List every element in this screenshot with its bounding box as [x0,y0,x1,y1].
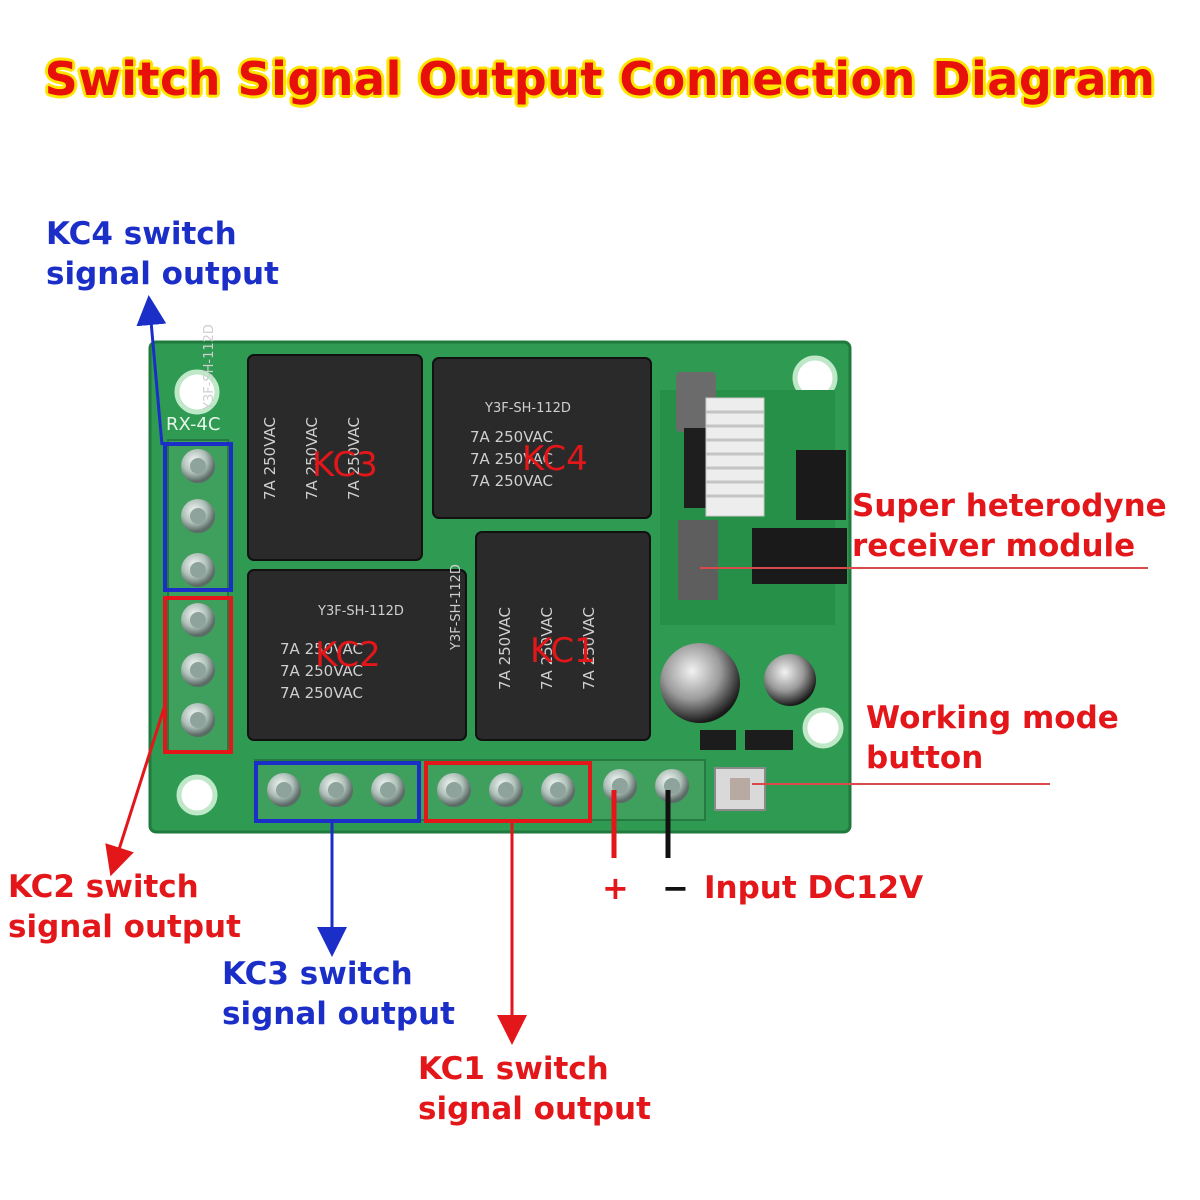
terminal-screw[interactable] [437,773,471,807]
kc2-terminals-highlight [163,596,233,754]
relay-kc1: Y3F-SH-112D 7A 250VAC 7A 250VAC 7A 250VA… [449,531,651,741]
kc1-output-label: KC1 switch signal output [418,1051,651,1127]
terminal-screw[interactable] [541,773,575,807]
svg-text:7A 250VAC: 7A 250VAC [580,607,598,690]
kc3-output-label: KC3 switch signal output [222,956,455,1032]
mount-hole-bottom-left [176,774,218,816]
terminal-screw[interactable] [181,499,215,533]
capacitor-small [764,654,816,706]
ic-chip [796,450,846,520]
mode-button-label: Working mode button [866,700,1119,776]
terminal-screw[interactable] [181,449,215,483]
relay-label-kc2: KC2 [315,635,381,675]
mount-hole-bottom-right [802,707,844,749]
power-input-label: Input DC12V [704,870,924,906]
ic-chip [752,528,847,584]
svg-text:7A 250VAC: 7A 250VAC [280,684,363,702]
minus-sign: − [662,869,689,907]
kc4-arrow [136,295,167,446]
terminal-screw[interactable] [655,769,689,803]
terminal-screw[interactable] [371,773,405,807]
svg-text:7A 250VAC: 7A 250VAC [496,607,514,690]
svg-text:7A 250VAC: 7A 250VAC [345,417,363,500]
crystal [678,520,718,600]
relay-label-kc1: KC1 [530,631,596,671]
terminal-screw[interactable] [603,769,637,803]
kc4-terminals-highlight [163,442,233,592]
svg-text:7A 250VAC: 7A 250VAC [538,607,556,690]
plus-sign: + [602,869,629,907]
terminal-screw[interactable] [181,603,215,637]
svg-text:7A 250VAC: 7A 250VAC [470,450,553,468]
terminal-screw[interactable] [319,773,353,807]
svg-text:7A 250VAC: 7A 250VAC [261,417,279,500]
relay-label-kc4: KC4 [522,439,588,479]
relay-kc2: Y3F-SH-112D 7A 250VAC 7A 250VAC 7A 250VA… [247,569,467,741]
kc2-output-label: KC2 switch signal output [8,869,241,945]
kc2-arrow [105,704,167,877]
mount-hole-top-left [174,369,220,415]
silkscreen-model: RX-4C [166,414,220,435]
svg-text:Y3F-SH-112D: Y3F-SH-112D [202,324,217,411]
svg-text:Y3F-SH-112D: Y3F-SH-112D [449,564,464,651]
kc4-output-label: KC4 switch signal output [46,216,279,292]
receiver-module-label: Super heterodyne receiver module [852,488,1167,564]
relay-kc3: Y3F-SH-112D 7A 250VAC 7A 250VAC 7A 250VA… [202,324,423,561]
svg-text:Y3F-SH-112D: Y3F-SH-112D [317,604,404,619]
diagram-title: Switch Signal Output Connection Diagram [44,52,1156,106]
relay-kc4: Y3F-SH-112D 7A 250VAC 7A 250VAC 7A 250VA… [432,357,652,519]
bottom-terminal-block [254,759,706,821]
terminal-screw[interactable] [181,653,215,687]
kc3-terminals-highlight [254,761,421,823]
kc1-terminals-highlight [424,761,592,823]
capacitor-large [660,643,740,723]
svg-text:7A 250VAC: 7A 250VAC [280,640,363,658]
svg-text:Y3F-SH-112D: Y3F-SH-112D [484,401,571,416]
svg-text:7A 250VAC: 7A 250VAC [303,417,321,500]
svg-text:7A 250VAC: 7A 250VAC [470,428,553,446]
mode-button[interactable] [714,767,766,811]
terminal-screw[interactable] [267,773,301,807]
relay-label-kc3: KC3 [312,445,378,485]
terminal-screw[interactable] [489,773,523,807]
svg-text:7A 250VAC: 7A 250VAC [470,472,553,490]
antenna-coil [705,397,765,517]
receiver-module [660,372,847,625]
svg-text:7A 250VAC: 7A 250VAC [280,662,363,680]
terminal-screw[interactable] [181,553,215,587]
terminal-screw[interactable] [181,703,215,737]
